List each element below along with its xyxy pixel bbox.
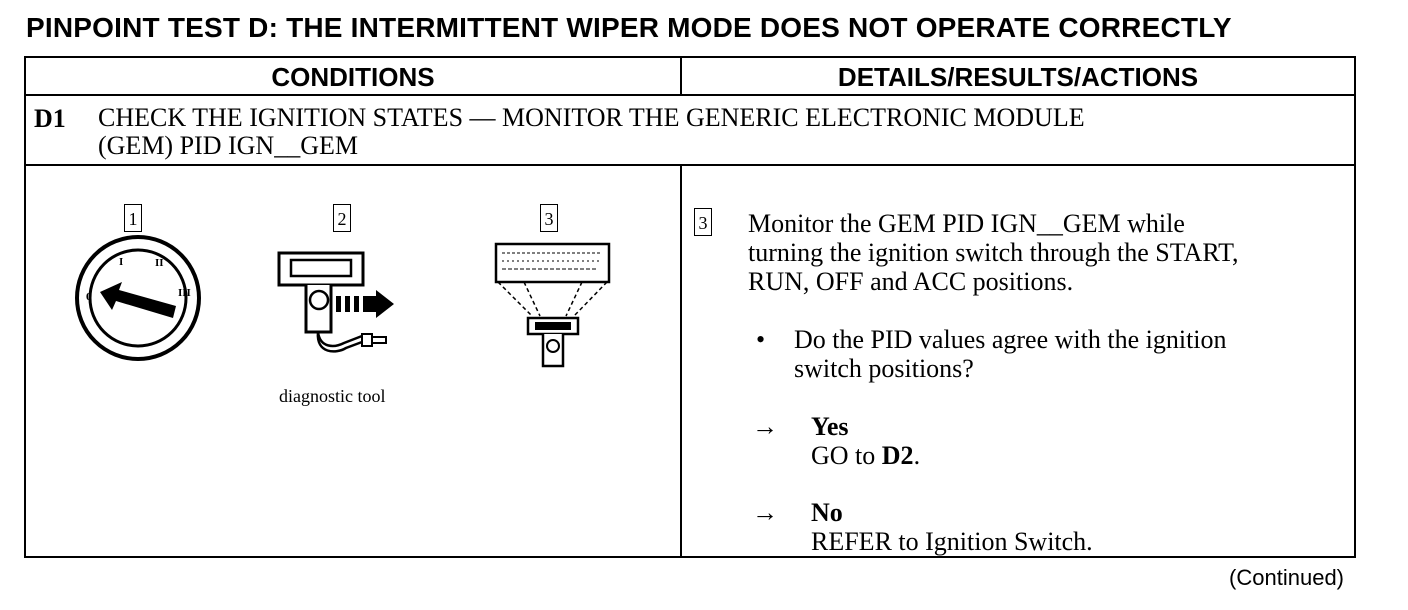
step-id: D1 — [34, 104, 66, 133]
header-column-divider — [680, 58, 682, 94]
body-column-divider — [680, 164, 682, 556]
no-label: No — [811, 498, 843, 527]
yes-action-target: D2 — [881, 441, 914, 470]
switch-mark-2: II — [155, 257, 164, 269]
yes-result: Yes GO to D2. — [811, 412, 920, 470]
yes-label: Yes — [811, 412, 849, 441]
switch-mark-3: III — [178, 287, 191, 299]
instruction-line-1: Monitor the GEM PID IGN__GEM while — [748, 209, 1185, 238]
details-column-header: DETAILS/RESULTS/ACTIONS — [837, 62, 1199, 92]
question-text: Do the PID values agree with the ignitio… — [794, 325, 1227, 383]
instruction-line-3: RUN, OFF and ACC positions. — [748, 267, 1074, 296]
yes-arrow: → — [752, 412, 778, 441]
diagnostic-tool-connector-icon — [277, 251, 394, 353]
step-title-line-2: (GEM) PID IGN__GEM — [98, 131, 358, 160]
diagnostic-tool-screen-icon — [494, 242, 611, 368]
pinpoint-test-table: CONDITIONS DETAILS/RESULTS/ACTIONS D1 CH… — [24, 56, 1356, 558]
figure-2-number: 2 — [333, 204, 351, 232]
instruction-text: Monitor the GEM PID IGN__GEM while turni… — [748, 209, 1239, 296]
page-title: PINPOINT TEST D: THE INTERMITTENT WIPER … — [26, 12, 1232, 43]
question-line-2: switch positions? — [794, 354, 974, 383]
yes-action: GO to D2. — [811, 441, 921, 470]
continued-footer: (Continued) — [1229, 565, 1344, 590]
question-line-1: Do the PID values agree with the ignitio… — [794, 325, 1227, 354]
details-step-number: 3 — [694, 208, 712, 236]
figure-1-number: 1 — [124, 204, 142, 232]
instruction-line-2: turning the ignition switch through the … — [748, 238, 1239, 267]
step-divider — [26, 164, 1354, 166]
switch-mark-1: I — [119, 256, 123, 268]
step-title: CHECK THE IGNITION STATES — MONITOR THE … — [98, 104, 1318, 160]
conditions-column-header: CONDITIONS — [271, 62, 435, 92]
no-action: REFER to Ignition Switch. — [811, 527, 1093, 556]
switch-mark-0: 0 — [86, 291, 92, 303]
header-divider — [26, 94, 1354, 96]
no-arrow: → — [752, 498, 778, 527]
ignition-key-switch-icon: 0 I II III — [75, 235, 201, 361]
step-title-line-1: CHECK THE IGNITION STATES — MONITOR THE … — [98, 103, 1085, 132]
figure-2-caption: diagnostic tool — [279, 386, 386, 406]
no-result: No REFER to Ignition Switch. — [811, 498, 1093, 556]
bullet: • — [756, 325, 766, 354]
figure-3-number: 3 — [540, 204, 558, 232]
